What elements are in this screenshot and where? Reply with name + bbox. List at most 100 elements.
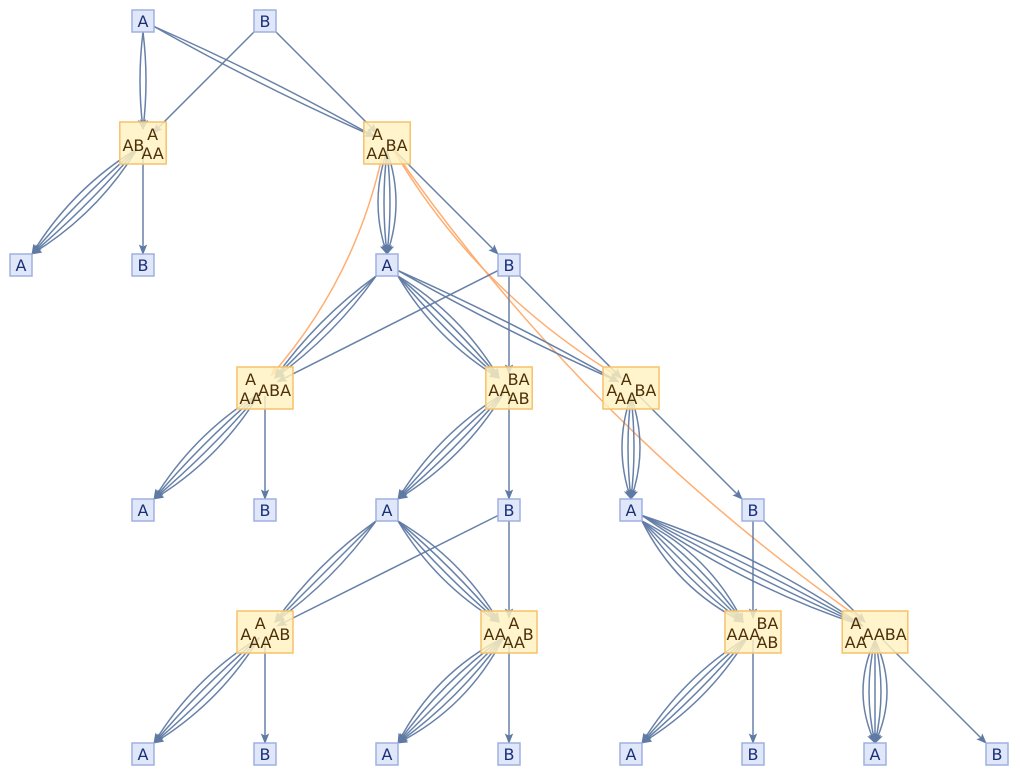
node-label-bottom: AA	[239, 389, 261, 408]
node-label-bottom: AA	[845, 633, 867, 652]
edge-n15-n20	[641, 514, 864, 627]
state-node[interactable]: A	[619, 498, 643, 522]
edge-n6-n9	[397, 275, 500, 379]
state-node[interactable]: B	[985, 742, 1009, 766]
node-box	[497, 253, 521, 277]
edge-n0-n3	[153, 25, 376, 138]
state-node[interactable]: B	[497, 253, 521, 277]
node-label-bottom: AA	[141, 144, 163, 163]
state-node[interactable]: A	[863, 742, 887, 766]
edge-n1-n3	[275, 31, 378, 134]
node-label-segment: AB	[122, 136, 144, 155]
state-node[interactable]: A	[131, 498, 155, 522]
node-label-top: A	[850, 614, 861, 633]
edge-n6-n9	[397, 275, 500, 379]
node-box	[724, 610, 782, 654]
node-label-bottom: AA	[366, 144, 388, 163]
node-label-top: A	[147, 125, 158, 144]
node-box	[985, 742, 1009, 766]
node-label-segment: AA	[483, 625, 505, 644]
edge-n20-n27	[873, 639, 882, 745]
node-label-top: A	[621, 370, 632, 389]
state-node[interactable]: B	[497, 498, 521, 522]
state-node[interactable]: B	[741, 498, 765, 522]
edge-n15-n19	[641, 520, 744, 623]
edge-n13-n17	[274, 520, 377, 623]
state-node[interactable]: A	[619, 742, 643, 766]
edge-n3-n6	[381, 150, 391, 256]
state-node[interactable]: A	[131, 9, 155, 33]
node-box	[131, 9, 155, 33]
edge-n6-n8	[274, 275, 377, 379]
edge-n6-n9	[397, 275, 500, 379]
node-box	[375, 498, 399, 522]
edge-n0-n2	[139, 31, 149, 131]
state-node[interactable]: A	[375, 742, 399, 766]
node-label-segment: A	[240, 625, 251, 644]
node-label: A	[16, 256, 27, 275]
state-node[interactable]: A	[375, 253, 399, 277]
node-label-segment: A	[606, 381, 617, 400]
node-label-top: BA	[508, 370, 530, 389]
node-box	[131, 498, 155, 522]
node-box	[741, 742, 765, 766]
edge-n1-n2	[152, 31, 255, 134]
node-label: B	[260, 12, 271, 31]
edge-n15-n19	[641, 520, 744, 624]
edge-n7-n10	[519, 275, 622, 379]
node-label: B	[748, 745, 759, 764]
edge-n15-n20	[641, 514, 864, 627]
node-label: A	[382, 501, 393, 520]
edge-n0-n3	[153, 25, 376, 138]
node-label: B	[504, 745, 515, 764]
edge-n16-n20	[763, 520, 866, 623]
state-node[interactable]: B	[253, 498, 277, 522]
node-box	[9, 253, 33, 277]
edge-n14-n17	[276, 514, 499, 627]
edge-n7-n8	[276, 269, 499, 383]
state-node[interactable]: B	[253, 742, 277, 766]
node-box	[863, 742, 887, 766]
state-node[interactable]: A	[375, 498, 399, 522]
node-label-segment: ABA	[258, 381, 291, 400]
node-box	[131, 742, 155, 766]
edge-n6-n9	[397, 275, 501, 379]
node-label: B	[504, 501, 515, 520]
edge-n6-n8	[274, 275, 377, 379]
state-node[interactable]: B	[253, 9, 277, 33]
edge-n0-n2	[137, 31, 147, 131]
edge-n20-n27	[868, 639, 877, 745]
node-label-top: A	[255, 614, 266, 633]
node-box	[619, 742, 643, 766]
node-label-top: A	[508, 614, 519, 633]
node-box	[485, 366, 533, 410]
node-label-bottom: AB	[508, 389, 530, 408]
node-box	[131, 253, 155, 277]
node-box	[363, 121, 411, 165]
edge-n3-n6	[383, 150, 393, 256]
state-node[interactable]: A	[9, 253, 33, 277]
state-node[interactable]: B	[741, 742, 765, 766]
node-box	[841, 610, 909, 654]
state-node[interactable]: B	[131, 253, 155, 277]
node-box	[497, 742, 521, 766]
edge-n13-n18	[397, 520, 500, 623]
edge-n15-n20	[641, 514, 864, 627]
node-label: A	[382, 256, 393, 275]
state-node[interactable]: A	[131, 742, 155, 766]
state-node[interactable]: B	[497, 742, 521, 766]
node-box	[480, 610, 538, 654]
edge-n15-n20	[641, 514, 864, 627]
node-label: A	[382, 745, 393, 764]
